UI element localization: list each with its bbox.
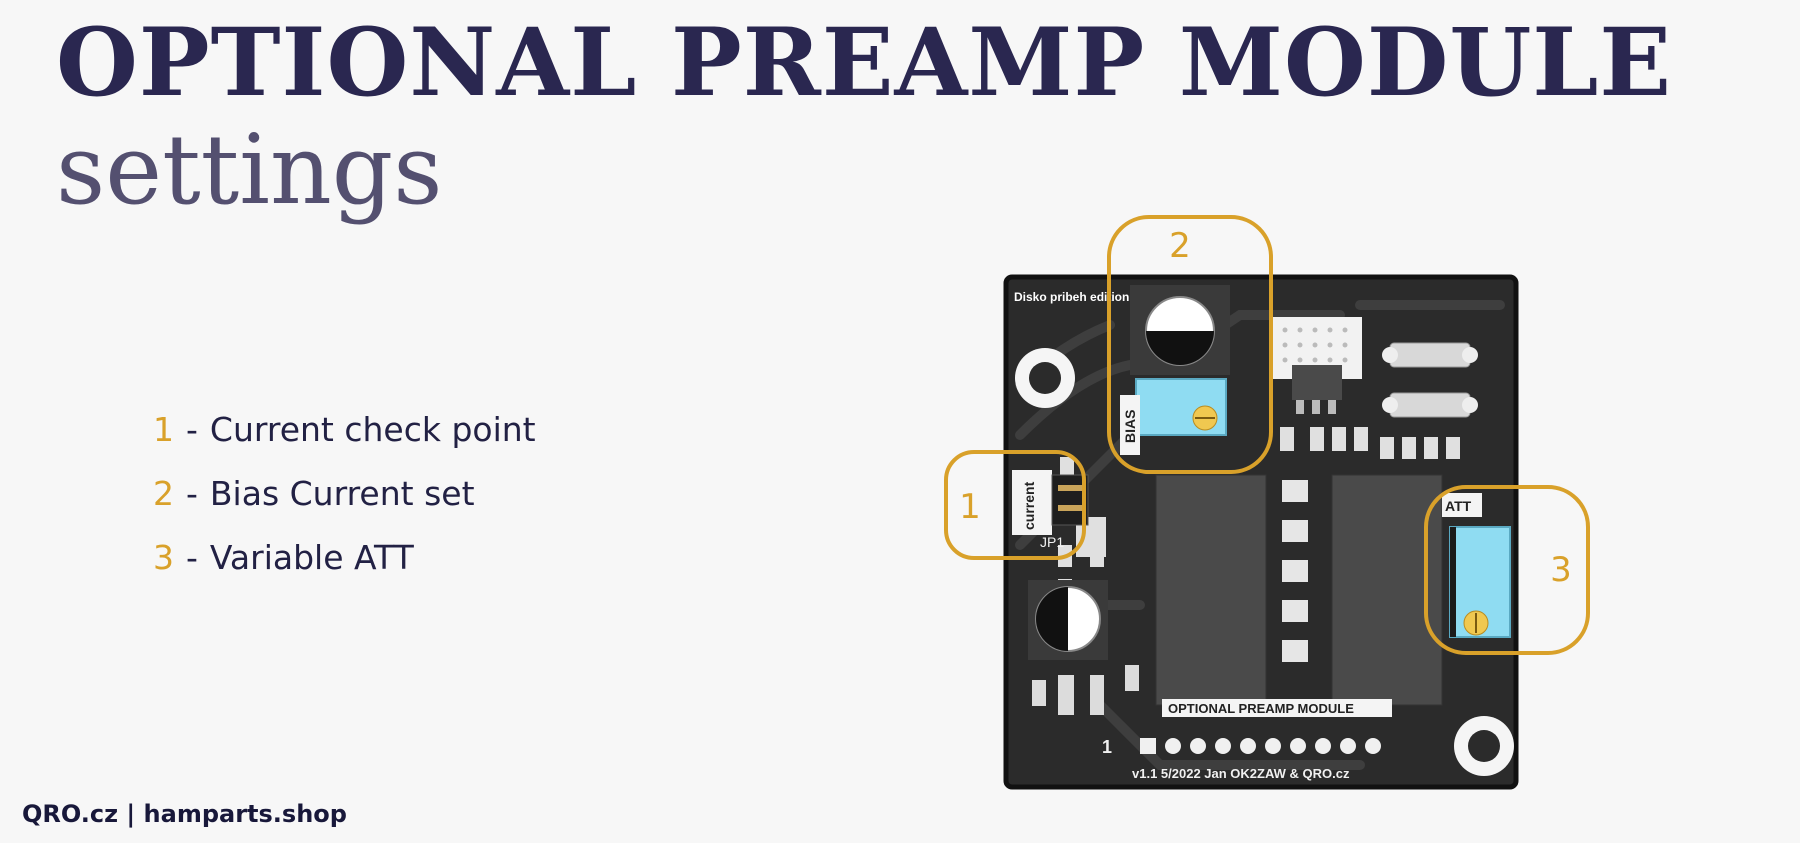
page-subtitle: settings: [56, 114, 443, 226]
pcb-illustration: Disko pribeh edition BIAS: [944, 215, 1590, 790]
att-label: ATT: [1445, 498, 1472, 514]
relay-left: [1155, 474, 1267, 706]
legend-item-bias-current: 2 - Bias Current set: [146, 474, 686, 538]
settings-legend: 1 - Current check point 2 - Bias Current…: [146, 410, 686, 602]
legend-text: Current check point: [209, 410, 536, 449]
bias-trimmer: [1135, 378, 1227, 436]
legend-text: Variable ATT: [209, 538, 414, 577]
callout-frame-3: [1424, 485, 1590, 655]
legend-item-current-check: 1 - Current check point: [146, 410, 686, 474]
legend-number: 2: [153, 474, 174, 513]
pin-one-label: 1: [1102, 737, 1112, 757]
callout-number-3: 3: [1550, 550, 1572, 590]
legend-item-variable-att: 3 - Variable ATT: [146, 538, 686, 602]
version-label: v1.1 5/2022 Jan OK2ZAW & QRO.cz: [1132, 766, 1350, 781]
pin-header: [1140, 738, 1381, 754]
legend-text: Bias Current set: [209, 474, 475, 513]
module-label: OPTIONAL PREAMP MODULE: [1168, 701, 1354, 716]
bias-label: BIAS: [1122, 410, 1138, 443]
legend-dash: -: [186, 474, 198, 513]
legend-dash: -: [186, 538, 198, 577]
capacitor-bottom: [1028, 580, 1108, 660]
inductor-upper: [1382, 342, 1478, 368]
callout-number-1: 1: [959, 487, 981, 527]
inductor-lower: [1382, 392, 1478, 418]
callout-frame-1: [944, 450, 1086, 560]
footer-brand: QRO.cz | hamparts.shop: [22, 800, 347, 828]
callout-frame-2: [1107, 215, 1273, 474]
page-title: OPTIONAL PREAMP MODULE: [56, 8, 1673, 118]
regulator-chip: [1292, 365, 1342, 400]
relay-right: [1331, 474, 1443, 706]
callout-number-2: 2: [1169, 226, 1191, 266]
att-trimmer: [1449, 526, 1511, 638]
legend-number: 3: [153, 538, 174, 577]
smd-bottom-left: [1032, 665, 1139, 715]
current-label: current: [1021, 481, 1037, 530]
legend-number: 1: [153, 410, 174, 449]
transistor-column: [1282, 480, 1308, 662]
dot-grid-dots: [1282, 327, 1348, 363]
edition-label: Disko pribeh edition: [1014, 290, 1129, 304]
legend-dash: -: [186, 410, 198, 449]
capacitor-top: [1130, 285, 1230, 375]
jumper-label: JP1: [1040, 534, 1064, 550]
